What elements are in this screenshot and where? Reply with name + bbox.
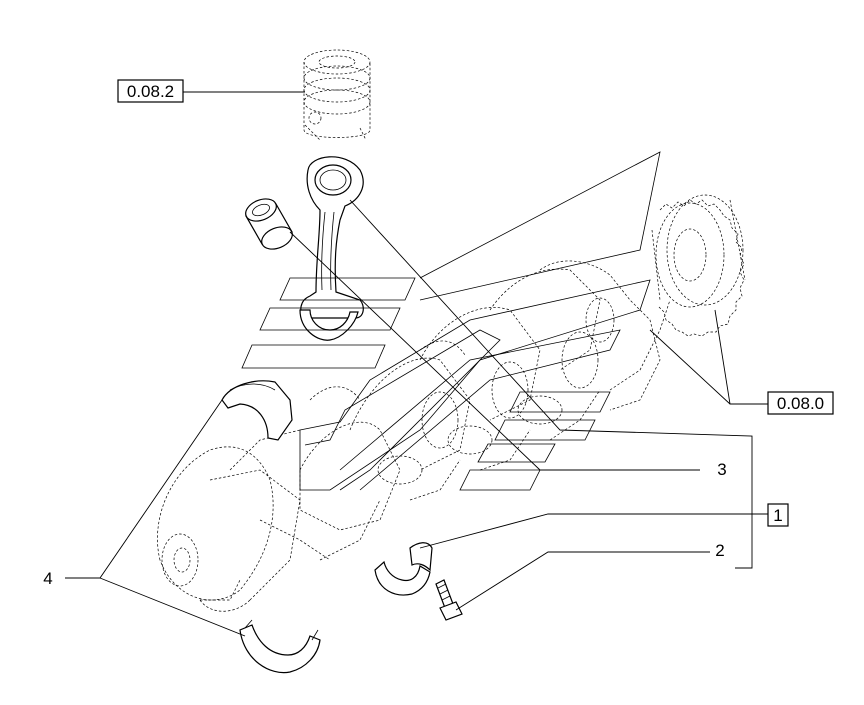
- rod-bolt: [435, 579, 463, 621]
- callout-1-text: 1: [773, 506, 782, 525]
- assembly-planes: [241, 151, 661, 491]
- rod-bearing-shells: [374, 542, 433, 596]
- rod-bearing-cap: [299, 309, 359, 341]
- main-bearing-upper-shell: [221, 380, 293, 441]
- leader-lines: [65, 91, 768, 637]
- ref-label-timing-gear-text: 0.08.0: [777, 394, 824, 413]
- callout-3[interactable]: 3: [717, 460, 726, 479]
- timing-gear: [651, 194, 746, 337]
- main-bearing-lower-shell: [239, 619, 321, 674]
- connecting-rod: [300, 156, 364, 319]
- ref-label-piston[interactable]: 0.08.2: [117, 79, 184, 103]
- small-end-bushing: [245, 198, 293, 250]
- piston: [303, 49, 371, 141]
- callout-1[interactable]: 1: [767, 503, 789, 527]
- callout-4[interactable]: 4: [43, 569, 52, 588]
- ref-label-timing-gear[interactable]: 0.08.0: [767, 391, 834, 415]
- ref-label-piston-text: 0.08.2: [127, 82, 174, 101]
- callout-2[interactable]: 2: [715, 541, 724, 560]
